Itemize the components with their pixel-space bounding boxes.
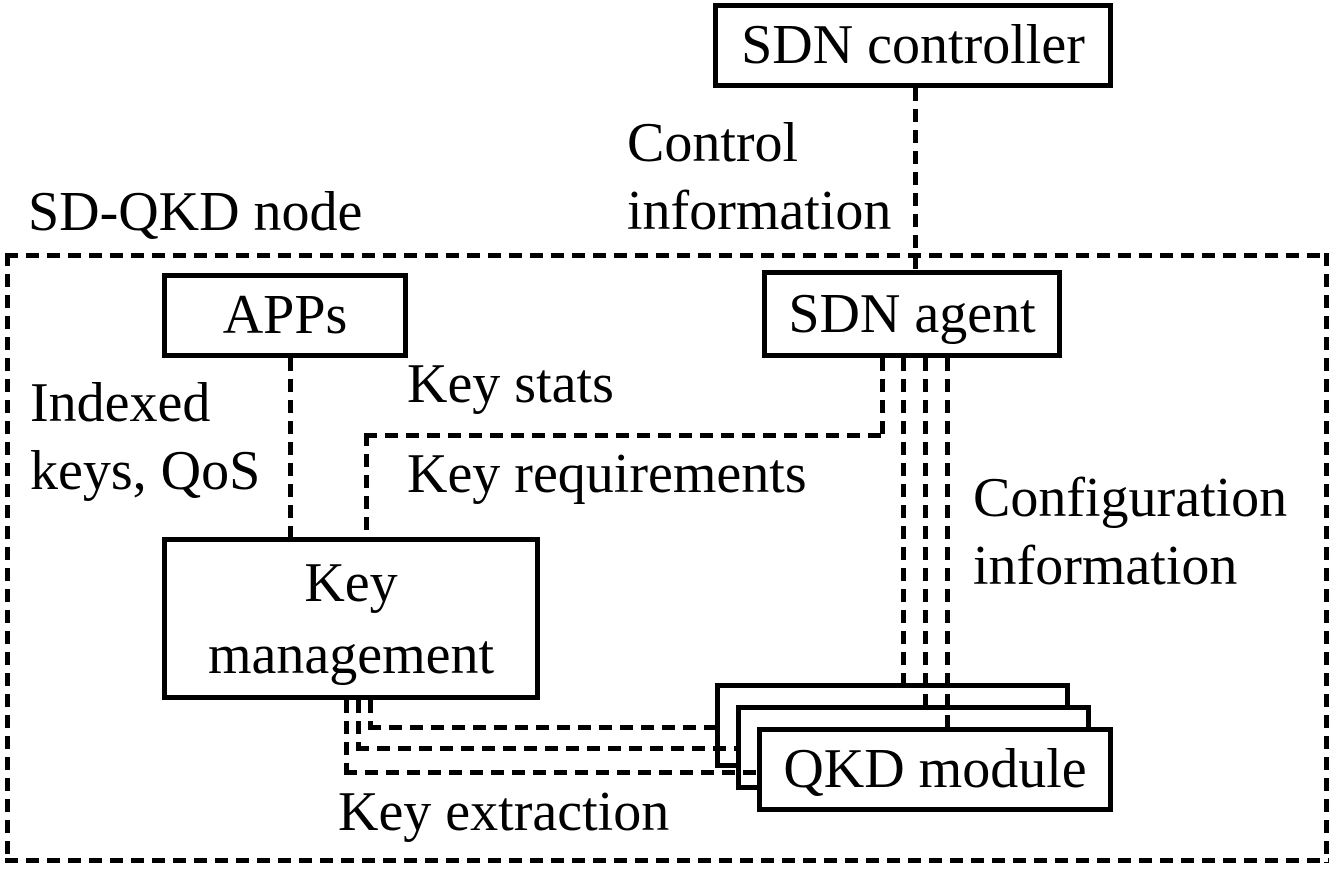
label-sd-qkd-node: SD-QKD node [28, 181, 363, 243]
boundary-bottom-edge [5, 858, 1329, 863]
boundary-right-edge [1324, 253, 1329, 863]
edge-agent-keymanagement-segment-horizontal [364, 433, 885, 438]
edge-keymanagement-qkd-back-horizontal [368, 725, 718, 730]
boundary-left-edge [5, 253, 10, 863]
edge-keymanagement-qkd-middle-vertical [356, 700, 361, 751]
label-control-information: Control information [627, 109, 891, 245]
node-key-management-label-line1: Key [304, 551, 398, 614]
label-key-requirements: Key requirements [407, 443, 807, 505]
edge-apps-to-keymanagement [288, 358, 293, 537]
edge-keymanagement-qkd-middle-horizontal [356, 746, 741, 751]
label-indexed-keys-qos-line2: keys, QoS [30, 440, 261, 502]
label-control-information-line2: information [627, 180, 892, 242]
edge-agent-keymanagement-segment-left [364, 433, 369, 537]
label-indexed-keys-qos-line1: Indexed [30, 372, 211, 434]
edge-keymanagement-qkd-front-vertical [344, 700, 349, 775]
edge-agent-to-qkd-back [901, 358, 906, 683]
node-sdn-controller: SDN controller [713, 3, 1113, 88]
node-key-management: Key management [162, 537, 540, 700]
edge-controller-to-agent [913, 88, 918, 270]
edge-agent-to-qkd-front [945, 358, 950, 727]
node-key-management-label-line2: management [207, 623, 495, 686]
label-control-information-line1: Control [627, 112, 799, 174]
node-sdn-controller-label: SDN controller [741, 14, 1085, 77]
edge-agent-keymanagement-segment-right [880, 358, 885, 437]
label-configuration-information-line1: Configuration [973, 467, 1288, 529]
node-sdn-agent-label: SDN agent [788, 282, 1036, 345]
node-qkd-module-front: QKD module [757, 727, 1113, 812]
node-sdn-agent: SDN agent [762, 270, 1062, 358]
edge-keymanagement-qkd-back-vertical [368, 700, 373, 730]
label-key-extraction: Key extraction [338, 781, 670, 843]
node-apps-label: APPs [222, 284, 348, 347]
label-key-stats: Key stats [407, 353, 614, 415]
label-configuration-information-line2: information [973, 535, 1238, 597]
edge-agent-to-qkd-middle [923, 358, 928, 705]
edge-keymanagement-qkd-front-horizontal [344, 770, 762, 775]
label-configuration-information: Configuration information [973, 464, 1287, 600]
label-indexed-keys-qos: Indexed keys, QoS [30, 369, 260, 505]
boundary-top-edge [5, 253, 1329, 258]
node-qkd-module-label: QKD module [783, 738, 1087, 801]
node-apps: APPs [162, 273, 408, 358]
